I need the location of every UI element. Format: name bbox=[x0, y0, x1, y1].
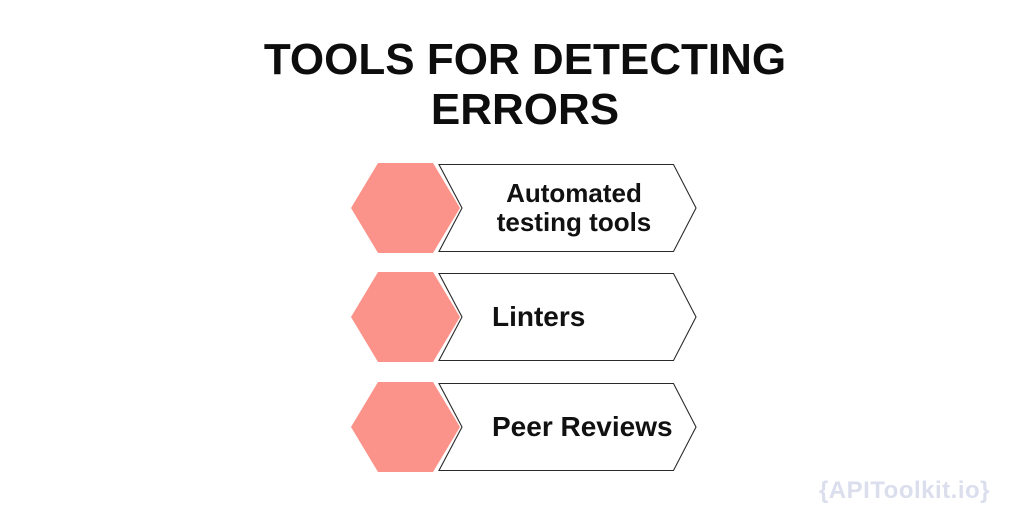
diagram-row: Linters bbox=[351, 272, 697, 362]
hexagon-icon bbox=[351, 382, 460, 472]
item-label: Peer Reviews bbox=[492, 411, 673, 442]
watermark: {APIToolkit.io} bbox=[818, 477, 990, 504]
diagram-row: Peer Reviews bbox=[351, 382, 697, 472]
item-label: Linters bbox=[492, 301, 586, 332]
row-shape-graphic bbox=[351, 382, 697, 472]
page-title: TOOLS FOR DETECTING ERRORS bbox=[263, 35, 787, 134]
row-shape-graphic bbox=[351, 272, 697, 362]
diagram-row: Automated testing tools bbox=[351, 163, 697, 253]
arrow-banner-shape bbox=[438, 382, 697, 472]
hexagon-icon bbox=[351, 272, 460, 362]
row-shape-graphic bbox=[351, 163, 697, 253]
hexagon-icon bbox=[351, 163, 460, 253]
item-label: Automated testing tools bbox=[496, 178, 652, 237]
arrow-banner-shape bbox=[438, 163, 697, 253]
arrow-banner-shape bbox=[438, 272, 697, 362]
